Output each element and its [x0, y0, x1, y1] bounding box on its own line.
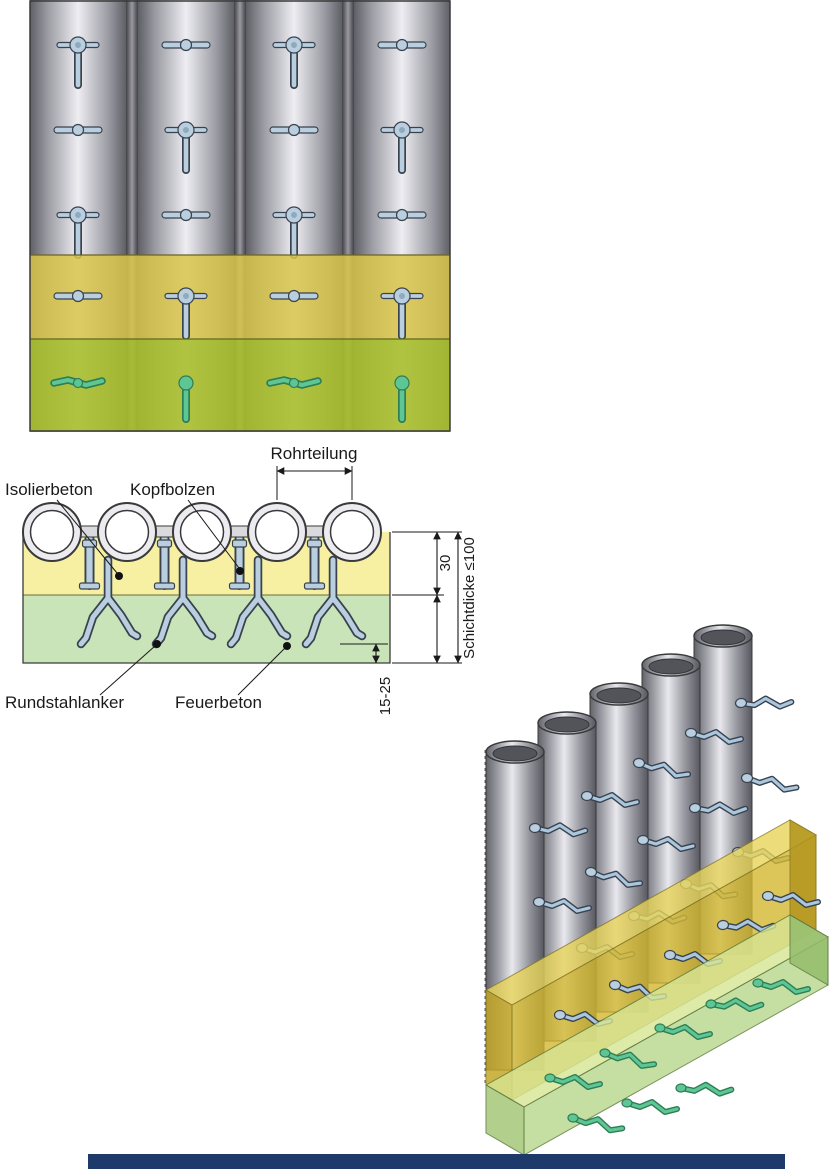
dimension-anchor-cover: 15-25	[340, 643, 394, 715]
isolierbeton-label: Isolierbeton	[5, 480, 93, 499]
isometric-view-drawing	[484, 624, 830, 1156]
front-view-drawing	[29, 0, 451, 432]
callout-rundstahlanker: Rundstahlanker	[5, 640, 161, 712]
lining-outline	[22, 532, 391, 664]
tube-cross-sections	[22, 502, 382, 562]
footer-bar	[88, 1154, 785, 1169]
leader-dot	[115, 572, 123, 580]
alloy-anchor-3d	[676, 1080, 732, 1098]
feuerbeton-label: Feuerbeton	[175, 693, 262, 712]
section-view-drawing: Rohrteilung 30 Schichtdicke ≤100 15-25 I…	[5, 444, 478, 715]
tube-cross-section	[97, 502, 157, 562]
callout-feuerbeton: Feuerbeton	[175, 642, 291, 712]
insulating-block-end	[789, 819, 817, 931]
tube-cross-section	[22, 502, 82, 562]
refractory-concrete-band	[30, 339, 450, 432]
front-view-border	[29, 0, 451, 432]
dimension-thickness: 30 Schichtdicke ≤100	[392, 531, 478, 664]
callout-kopfbolzen: Kopfbolzen	[130, 480, 244, 575]
dim-schichtdicke-label: Schichtdicke ≤100	[461, 537, 478, 659]
alloy-anchor-3d	[622, 1099, 677, 1112]
dim-30-label: 30	[437, 555, 454, 572]
refractory-block-end	[789, 914, 829, 986]
leader-dot	[153, 640, 161, 648]
tube-cross-section	[172, 502, 232, 562]
leader-dot	[236, 567, 244, 575]
callout-isolierbeton: Isolierbeton	[5, 480, 123, 580]
tube-cross-section	[247, 502, 307, 562]
leader-dot	[283, 642, 291, 650]
kopfbolzen-label: Kopfbolzen	[130, 480, 215, 499]
rundstahlanker-label: Rundstahlanker	[5, 693, 124, 712]
refractory-block-3d	[484, 914, 830, 1156]
rohrteilung-label: Rohrteilung	[271, 444, 358, 463]
tube-cross-section	[322, 502, 382, 562]
dim-15-25-label: 15-25	[377, 677, 394, 715]
dimension-rohrteilung: Rohrteilung	[271, 444, 358, 500]
